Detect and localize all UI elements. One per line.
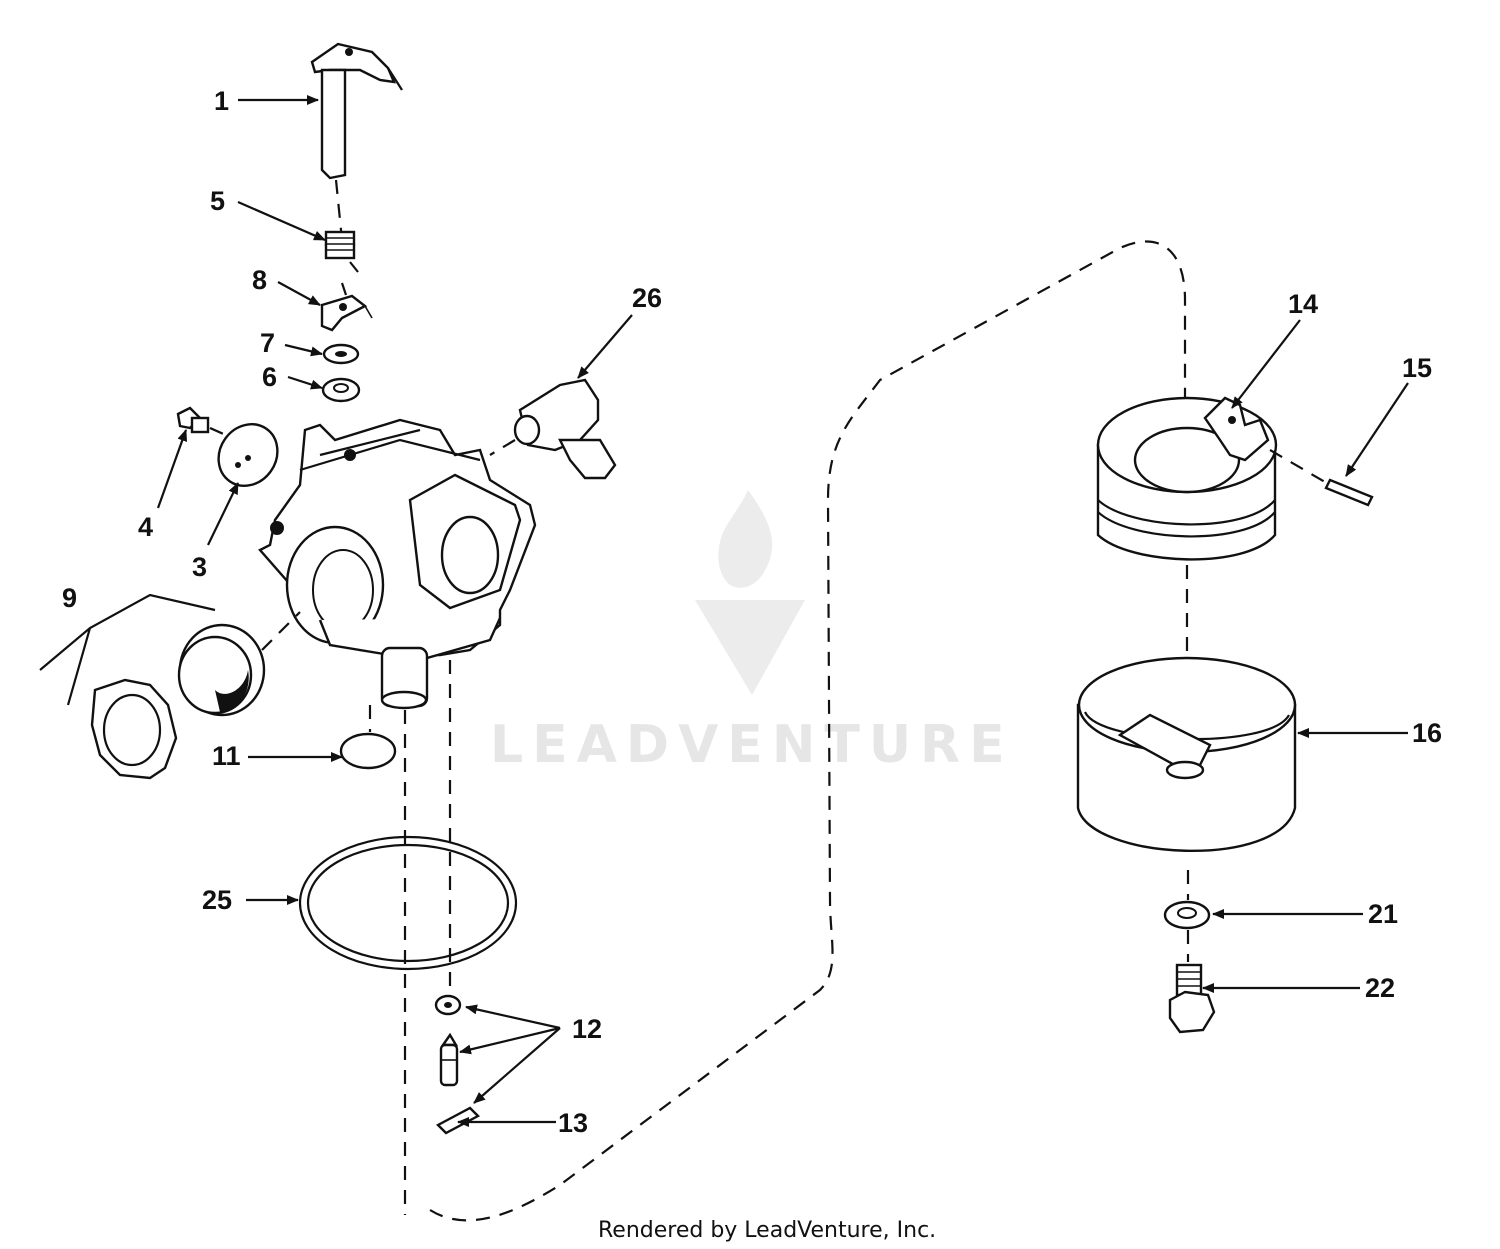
welch-plug <box>339 732 397 770</box>
float-pin <box>1269 449 1374 507</box>
needle-seat <box>434 994 462 1016</box>
callout-7: 7 <box>260 328 275 358</box>
flame-logo-icon <box>695 490 805 695</box>
carburetor-body <box>258 418 537 710</box>
inlet-needle <box>439 1032 459 1087</box>
bowl-nut <box>1168 963 1216 1034</box>
callout-22: 22 <box>1365 973 1395 1003</box>
callout-6: 6 <box>262 362 277 392</box>
callout-4: 4 <box>138 512 153 542</box>
callout-5: 5 <box>210 186 225 216</box>
watermark-text: LEADVENTURE <box>490 715 1014 775</box>
needle-clip <box>436 1106 480 1135</box>
callout-labels: 1 5 8 7 6 4 3 9 26 11 25 12 13 14 15 16 … <box>62 86 1442 1138</box>
callout-26: 26 <box>632 283 662 313</box>
watermark: LEADVENTURE <box>490 490 1014 775</box>
callout-16: 16 <box>1412 718 1442 748</box>
callout-3: 3 <box>192 552 207 582</box>
callout-8: 8 <box>252 265 267 295</box>
bowl-gasket <box>298 835 518 971</box>
float <box>1096 396 1278 561</box>
throttle-plate <box>217 423 279 487</box>
float-bowl <box>1076 656 1297 852</box>
callout-12: 12 <box>572 1014 602 1044</box>
callout-9: 9 <box>62 583 77 613</box>
callout-25: 25 <box>202 885 232 915</box>
callout-14: 14 <box>1288 289 1318 319</box>
seal-washer <box>322 343 360 365</box>
callout-1: 1 <box>214 86 229 116</box>
primer-bulb <box>177 611 301 717</box>
fuel-inlet-elbow <box>489 378 617 480</box>
bracket-9 <box>39 593 216 706</box>
assembly-guide-line <box>429 240 1187 1222</box>
credit-footer: Rendered by LeadVenture, Inc. <box>598 1218 936 1243</box>
leader-lines <box>156 95 1409 1127</box>
throttle-plate-clip <box>320 282 373 332</box>
primer-retainer <box>90 678 178 780</box>
callout-11: 11 <box>212 741 241 771</box>
seal-ring <box>321 377 361 403</box>
spring <box>324 230 359 273</box>
bowl-washer <box>1163 900 1211 930</box>
throttle-shaft-lever <box>310 42 403 180</box>
callout-21: 21 <box>1368 899 1398 929</box>
callout-13: 13 <box>558 1108 588 1138</box>
guide-line-1 <box>334 179 344 241</box>
callout-15: 15 <box>1402 353 1432 383</box>
throttle-plate-screw <box>176 406 229 438</box>
